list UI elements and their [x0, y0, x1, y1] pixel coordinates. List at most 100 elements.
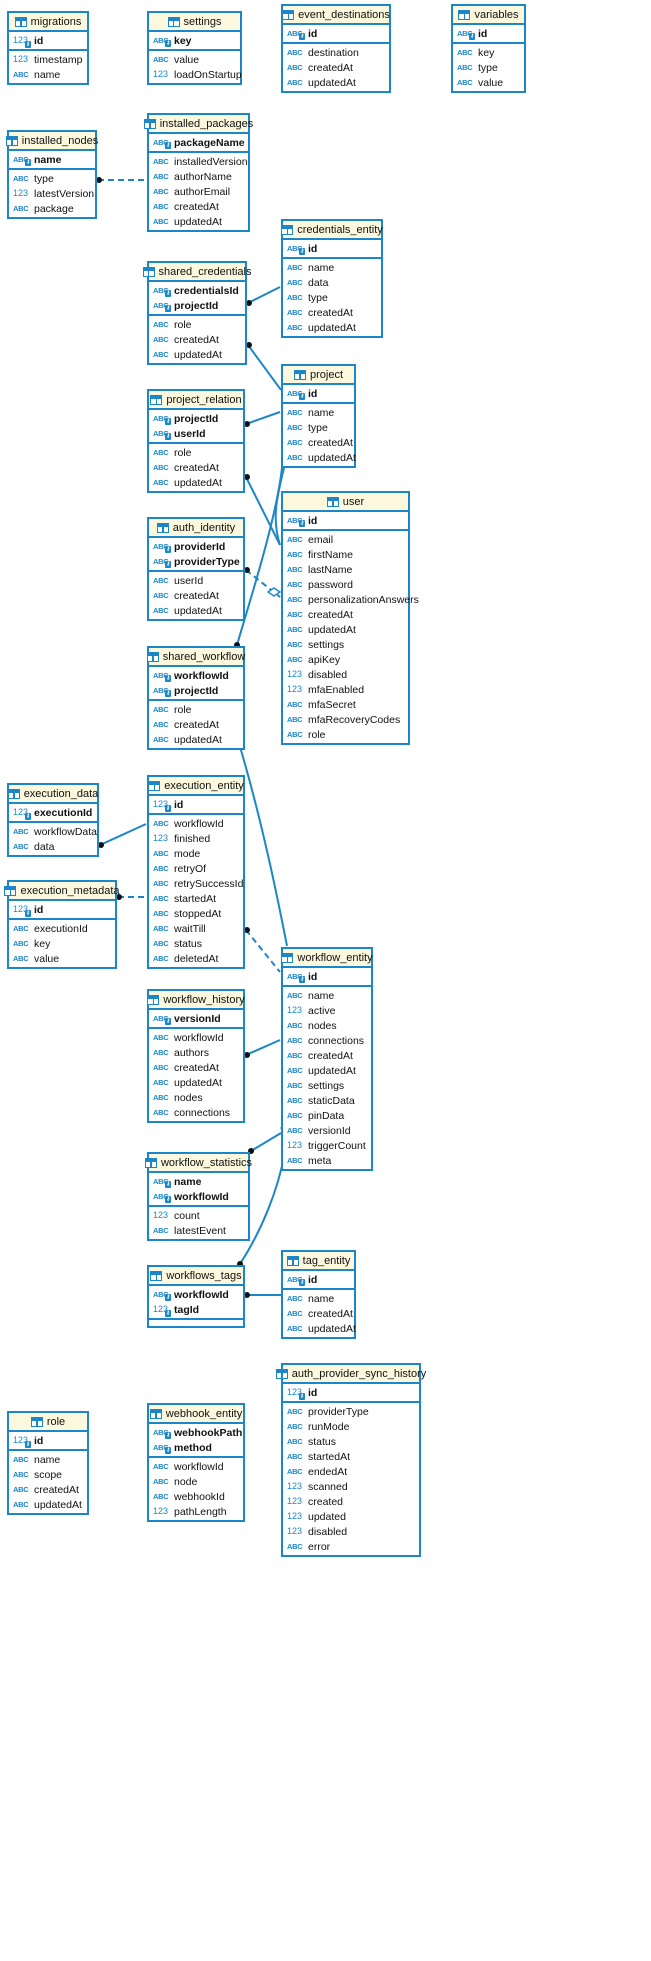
column-name-label: createdAt — [174, 1061, 219, 1074]
text-type-icon: ABC — [287, 1451, 303, 1461]
column-name-label: createdAt — [34, 1483, 79, 1496]
column-name-label: role — [174, 318, 192, 331]
text-type-icon: ABC — [13, 841, 29, 851]
number-type-icon: 123⚷ — [13, 904, 31, 917]
text-type-icon: ABC — [153, 1476, 169, 1486]
table-name-label: execution_data — [23, 787, 99, 800]
text-type-icon: ABC⚷ — [153, 670, 171, 683]
column-name-label: runMode — [308, 1420, 350, 1433]
text-type-icon: ABC — [153, 704, 169, 714]
text-type-icon: ABC⚷ — [153, 1289, 171, 1302]
number-type-icon: 123 — [287, 1140, 303, 1150]
table-icon — [147, 994, 160, 1005]
pk-column-id: 123⚷id — [283, 1385, 419, 1400]
column-name-label: id — [34, 903, 44, 916]
key-badge-icon: ⚷ — [299, 248, 305, 256]
column-createdAt: ABC createdAt — [9, 1482, 87, 1497]
text-type-icon: ABC⚷ — [287, 28, 305, 41]
column-name-label: id — [34, 1434, 44, 1447]
column-name-label: createdAt — [308, 61, 353, 74]
column-name-label: role — [174, 446, 192, 459]
table-header-migrations: migrations — [9, 13, 87, 32]
text-type-icon: ABC — [457, 77, 473, 87]
column-name-label: updatedAt — [174, 604, 222, 617]
key-badge-icon: ⚷ — [299, 976, 305, 984]
table-name-label: migrations — [30, 15, 82, 28]
text-type-icon: ABC — [13, 69, 29, 79]
text-type-icon: ABC — [153, 818, 169, 828]
relation-execution_entity-workflow_entity — [244, 927, 281, 973]
column-name-label: staticData — [308, 1094, 355, 1107]
column-name-label: workflowData — [34, 825, 98, 838]
text-type-icon: ABC — [153, 719, 169, 729]
text-type-icon: ABC — [287, 1095, 303, 1105]
relation-shared_credentials-project — [246, 342, 282, 391]
primary-key-block: 123⚷id — [9, 901, 115, 920]
column-name-label: startedAt — [174, 892, 217, 905]
number-type-icon: 123⚷ — [13, 807, 31, 820]
table-header-role: role — [9, 1413, 87, 1432]
primary-key-block: ABC⚷id — [283, 968, 371, 987]
relation-shared_credentials-credentials_entity — [246, 286, 281, 306]
column-name-label: timestamp — [34, 53, 83, 66]
pk-column-workflowId: ABC⚷workflowId — [149, 1287, 243, 1302]
text-type-icon: ABC — [13, 1484, 29, 1494]
column-name-label: pathLength — [174, 1505, 227, 1518]
column-name-label: id — [34, 34, 44, 47]
table-name-label: role — [46, 1415, 66, 1428]
column-name-label: mode — [174, 847, 201, 860]
text-type-icon: ABC — [153, 334, 169, 344]
table-icon — [5, 135, 18, 146]
text-type-icon: ABC — [13, 923, 29, 933]
key-badge-icon: ⚷ — [25, 910, 31, 917]
text-type-icon: ABC — [153, 1047, 169, 1057]
column-name-label: installedVersion — [174, 155, 248, 168]
key-badge-icon: ⚷ — [165, 290, 171, 298]
primary-key-block: ABC⚷id — [283, 512, 408, 531]
column-name-label: updatedAt — [308, 1064, 356, 1077]
text-type-icon: ABC — [287, 277, 303, 287]
text-type-icon: ABC — [13, 953, 29, 963]
primary-key-block: ABC⚷id — [283, 240, 381, 259]
column-name-label: id — [308, 242, 318, 255]
